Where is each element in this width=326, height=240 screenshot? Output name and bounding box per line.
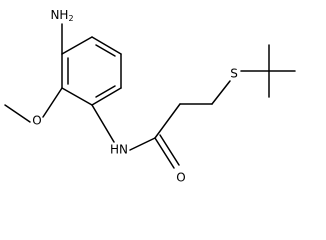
carbonyl-oxygen-label: O xyxy=(176,171,185,185)
methyl-bond xyxy=(4,104,31,123)
methoxy-oxygen-label: O xyxy=(32,114,41,128)
chain-bond xyxy=(154,103,181,139)
nh-to-carbonyl-bond xyxy=(129,137,156,151)
amine-label: NH2 xyxy=(50,8,73,23)
carbonyl-double-bond-b xyxy=(159,134,180,166)
ring-bond xyxy=(61,87,93,106)
ring-double-bond xyxy=(95,44,116,57)
sulfur-label: S xyxy=(230,67,238,81)
ring-double-bond xyxy=(95,85,116,98)
amide-nh-label: HN xyxy=(110,143,128,157)
ring-to-nh-bond xyxy=(91,104,115,143)
ring-bond xyxy=(61,36,93,55)
carbonyl-double-bond-a xyxy=(154,137,175,169)
ring-bond xyxy=(91,36,122,55)
benzene-ring xyxy=(61,36,122,106)
chain-to-sulfur-bond xyxy=(211,80,231,105)
ring-bond xyxy=(91,87,122,106)
chemical-structure: NH2 O HN O S xyxy=(4,8,296,185)
methoxy-bond xyxy=(42,87,63,118)
